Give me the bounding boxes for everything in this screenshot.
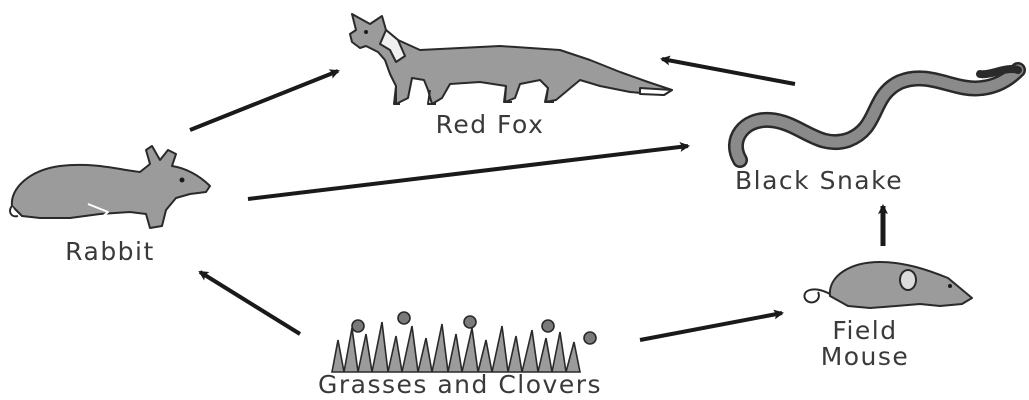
- rabbit-label: Rabbit: [20, 239, 200, 265]
- grass-label: Grasses and Clovers: [220, 372, 700, 398]
- mouse-label: Field Mouse: [790, 318, 940, 370]
- arrow-rabbit-to-fox: [190, 71, 338, 130]
- mouse-label-line2: Mouse: [790, 344, 940, 370]
- fox-icon: [350, 14, 672, 104]
- mouse-label-line1: Field: [790, 318, 940, 344]
- rabbit-icon: [10, 146, 210, 228]
- mouse-icon: [804, 262, 972, 308]
- grass-icon: [332, 312, 596, 372]
- arrow-snake-to-fox: [662, 59, 795, 84]
- fox-label: Red Fox: [405, 112, 575, 138]
- arrow-grass-to-mouse: [640, 313, 782, 340]
- energy-flow-arrows: [190, 59, 883, 340]
- arrow-grass-to-rabbit: [200, 272, 300, 334]
- snake-label: Black Snake: [735, 168, 1029, 194]
- arrow-rabbit-to-snake: [248, 146, 688, 199]
